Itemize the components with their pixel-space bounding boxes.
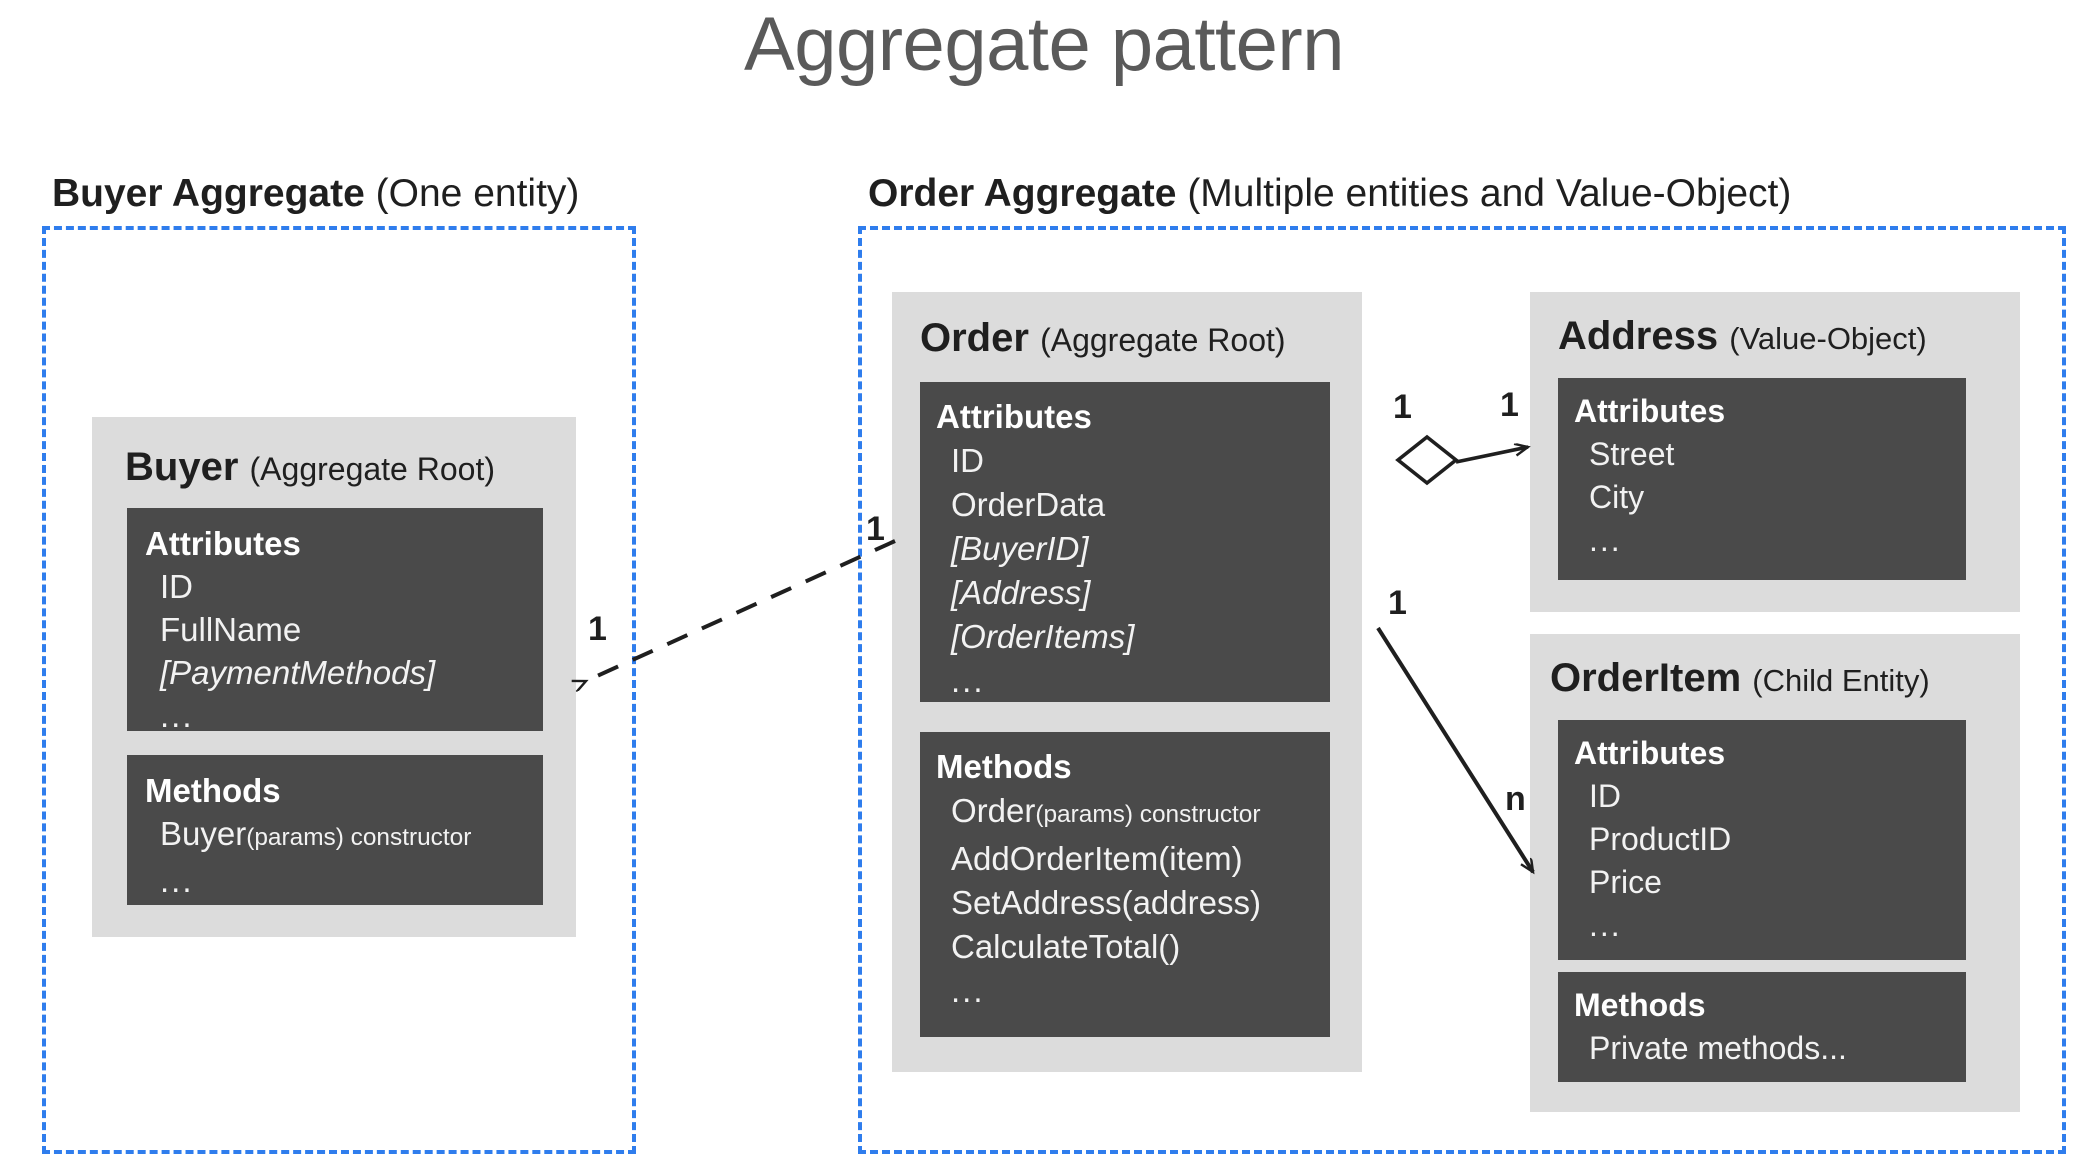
cardinality-order-address-target: 1	[1500, 386, 1519, 424]
order-method-kind: constructor	[1139, 801, 1261, 828]
order-method-row: AddOrderItem(item)	[951, 840, 1243, 877]
address-attributes-heading: Attributes	[1574, 393, 1726, 429]
order-attribute-row: [Address]	[951, 574, 1091, 611]
order-entity-name: Order	[920, 316, 1029, 360]
buyer-method-row-ellipsis: ...	[160, 862, 194, 899]
address-entity-title: Address (Value-Object)	[1558, 312, 1927, 363]
buyer-attribute-row: FullName	[160, 611, 302, 648]
buyer-method-kind: constructor	[350, 824, 472, 851]
address-attributes-panel: Attributes Street City ...	[1558, 378, 1966, 580]
address-attribute-row: City	[1589, 479, 1645, 515]
cardinality-order-side: 1	[866, 510, 885, 548]
order-aggregate-heading-qualifier: (Multiple entities and Value-Object)	[1187, 172, 1792, 215]
buyer-methods-panel: Methods Buyer(params) constructor ...	[127, 755, 543, 905]
page-title: Aggregate pattern	[744, 2, 1344, 87]
order-attributes-heading: Attributes	[936, 398, 1092, 435]
cardinality-order-orderitem-source: 1	[1388, 584, 1407, 622]
buyer-method-row: Buyer(params) constructor	[145, 812, 543, 859]
buyer-entity-title: Buyer (Aggregate Root)	[125, 443, 495, 493]
order-method-row: Order(params) constructor	[936, 789, 1330, 837]
buyer-aggregate-heading-name: Buyer Aggregate	[52, 172, 365, 215]
order-attribute-row: ID	[951, 442, 984, 479]
buyer-attributes-panel: Attributes ID FullName [PaymentMethods] …	[127, 508, 543, 734]
buyer-aggregate-heading-qualifier: (One entity)	[375, 172, 580, 215]
order-method-name: Order	[951, 792, 1036, 829]
cardinality-order-orderitem-target: n	[1505, 780, 1526, 818]
orderitem-entity-qualifier: (Child Entity)	[1752, 663, 1930, 698]
buyer-method-params: (params)	[246, 824, 344, 851]
order-attributes-panel: Attributes ID OrderData [BuyerID] [Addre…	[920, 382, 1330, 702]
address-attribute-row-ellipsis: ...	[1589, 522, 1622, 558]
orderitem-attributes-panel: Attributes ID ProductID Price ...	[1558, 720, 1966, 960]
address-attribute-row: Street	[1589, 436, 1675, 472]
orderitem-attribute-row: Price	[1589, 864, 1662, 900]
order-attribute-row-ellipsis: ...	[951, 662, 985, 699]
order-aggregate-heading-name: Order Aggregate	[868, 172, 1177, 215]
order-aggregate-boundary	[858, 226, 2066, 1154]
buyer-aggregate-heading: Buyer Aggregate (One entity)	[52, 172, 579, 216]
order-entity-card: Order (Aggregate Root) Attributes ID Ord…	[892, 292, 1362, 1072]
orderitem-methods-panel: Methods Private methods...	[1558, 972, 1966, 1082]
cardinality-order-address-source: 1	[1393, 388, 1412, 426]
orderitem-attribute-row: ID	[1589, 778, 1621, 814]
buyer-methods-heading: Methods	[145, 772, 281, 809]
order-methods-panel: Methods Order(params) constructor AddOrd…	[920, 732, 1330, 1037]
buyer-method-name: Buyer	[160, 815, 247, 852]
cardinality-buyer-side: 1	[588, 610, 607, 648]
address-entity-name: Address	[1558, 314, 1719, 358]
orderitem-attribute-row: ProductID	[1589, 821, 1732, 857]
buyer-attribute-row: [PaymentMethods]	[160, 654, 436, 691]
orderitem-methods-heading: Methods	[1574, 987, 1706, 1023]
buyer-attributes-heading: Attributes	[145, 525, 301, 562]
order-method-row: SetAddress(address)	[951, 884, 1261, 921]
order-attribute-row: [BuyerID]	[951, 530, 1089, 567]
buyer-entity-name: Buyer	[125, 445, 239, 489]
orderitem-attribute-row-ellipsis: ...	[1589, 907, 1622, 943]
address-entity-qualifier: (Value-Object)	[1729, 321, 1927, 356]
buyer-aggregate-boundary	[42, 226, 636, 1154]
order-aggregate-heading: Order Aggregate (Multiple entities and V…	[868, 172, 1791, 216]
address-entity-card: Address (Value-Object) Attributes Street…	[1530, 292, 2020, 612]
order-entity-title: Order (Aggregate Root)	[920, 314, 1286, 364]
order-attribute-row: [OrderItems]	[951, 618, 1135, 655]
orderitem-entity-title: OrderItem (Child Entity)	[1550, 654, 1930, 705]
order-methods-heading: Methods	[936, 748, 1072, 785]
order-method-params: (params)	[1035, 801, 1133, 828]
orderitem-attributes-heading: Attributes	[1574, 735, 1726, 771]
order-method-row: CalculateTotal()	[951, 928, 1181, 965]
buyer-attribute-row: ID	[160, 568, 193, 605]
buyer-attribute-row-ellipsis: ...	[160, 697, 194, 734]
buyer-entity-qualifier: (Aggregate Root)	[249, 451, 495, 487]
orderitem-entity-name: OrderItem	[1550, 656, 1742, 700]
order-entity-qualifier: (Aggregate Root)	[1040, 322, 1286, 358]
orderitem-entity-card: OrderItem (Child Entity) Attributes ID P…	[1530, 634, 2020, 1112]
order-attribute-row: OrderData	[951, 486, 1106, 523]
orderitem-method-row: Private methods...	[1589, 1030, 1847, 1066]
order-method-row-ellipsis: ...	[951, 972, 985, 1009]
buyer-entity-card: Buyer (Aggregate Root) Attributes ID Ful…	[92, 417, 576, 937]
